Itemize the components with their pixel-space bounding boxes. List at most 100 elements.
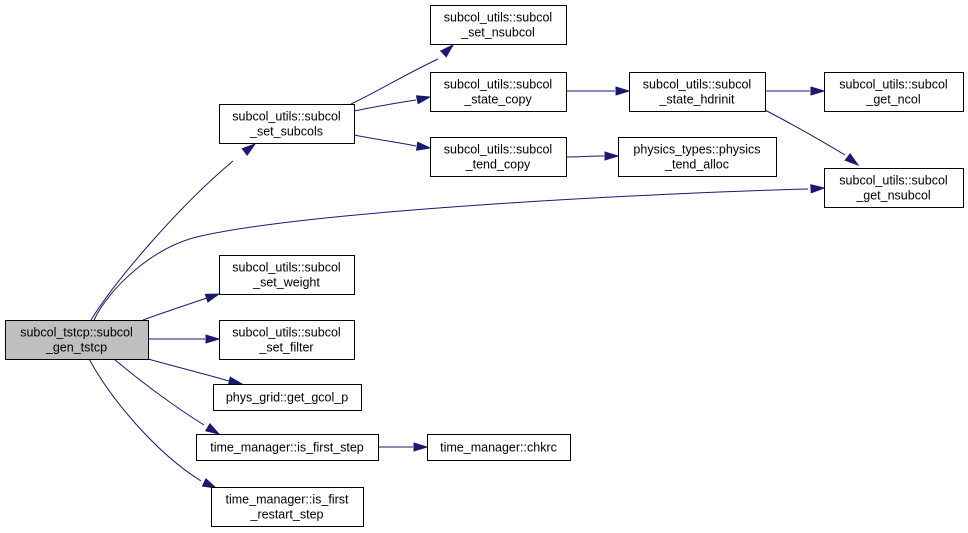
arrowhead	[439, 43, 455, 58]
node-box	[219, 255, 355, 295]
node-set-subcols[interactable]: subcol_utils::subcol_set_subcols	[219, 104, 355, 144]
node-label-line: subcol_utils::subcol	[839, 78, 947, 92]
edge-line	[147, 358, 230, 382]
node-label-line: subcol_utils::subcol	[444, 78, 552, 92]
node-set-filter[interactable]: subcol_utils::subcol_set_filter	[219, 320, 355, 360]
node-label-line: _state_hdrinit	[658, 93, 735, 107]
node-label-line: _get_ncol	[865, 93, 920, 107]
node-label-line: _set_subcols	[249, 125, 323, 139]
node-label-line: subcol_utils::subcol	[232, 326, 340, 340]
node-label-line: physics_types::physics	[633, 143, 760, 157]
node-get-nsubcol[interactable]: subcol_utils::subcol_get_nsubcol	[824, 168, 964, 208]
arrowhead	[204, 293, 221, 303]
node-label-line: subcol_utils::subcol	[232, 110, 340, 124]
node-state-hdrinit[interactable]: subcol_utils::subcol_state_hdrinit	[629, 72, 766, 112]
edge-root-to-set_weight	[142, 293, 221, 321]
node-label-line: _set_nsubcol	[460, 26, 535, 40]
edge-line	[350, 58, 439, 105]
edge-line	[113, 358, 205, 426]
node-tend-copy[interactable]: subcol_utils::subcol_tend_copy	[430, 137, 567, 177]
edge-line	[142, 297, 208, 321]
node-label-line: subcol_tstcp::subcol	[20, 326, 133, 340]
node-box	[427, 434, 571, 461]
edge-line	[764, 109, 846, 156]
node-label-line: _tend_copy	[465, 158, 531, 172]
edge-line	[88, 358, 202, 482]
edge-state_hdrinit-to-get_nsubcol	[764, 109, 860, 167]
node-chkrc[interactable]: time_manager::chkrc	[427, 434, 571, 461]
arrowhead	[810, 184, 826, 194]
arrowhead	[844, 153, 860, 167]
node-box	[219, 320, 355, 360]
edge-line	[353, 99, 417, 112]
node-tend-alloc[interactable]: physics_types::physics_tend_alloc	[618, 137, 777, 177]
node-box	[618, 137, 777, 177]
node-label-line: subcol_utils::subcol	[839, 174, 947, 188]
node-box	[430, 137, 567, 177]
node-is-first-restart-step[interactable]: time_manager::is_first_restart_step	[211, 487, 364, 527]
edge-root-to-get_gcol_p	[147, 358, 244, 386]
edge-set_subcols-to-tend_copy	[353, 134, 432, 151]
edge-tend_copy-to-tend_alloc	[565, 151, 620, 161]
node-box	[211, 487, 364, 527]
edge-root-to-is_first_step	[113, 358, 221, 435]
node-box	[196, 434, 379, 461]
edge-set_subcols-to-set_nsubcol	[350, 43, 455, 105]
node-label-line: phys_grid::get_gcol_p	[226, 391, 348, 405]
node-label-line: time_manager::is_first_step	[210, 441, 364, 455]
node-label-line: _gen_tstcp	[45, 341, 107, 355]
arrowhead	[615, 86, 631, 96]
arrowhead	[604, 151, 620, 161]
node-label-line: subcol_utils::subcol	[444, 143, 552, 157]
node-label-line: _set_weight	[252, 276, 320, 290]
edge-is_first_step-to-chkrc	[378, 442, 429, 452]
node-state-copy[interactable]: subcol_utils::subcol_state_copy	[430, 72, 567, 112]
node-label-line: subcol_utils::subcol	[643, 78, 751, 92]
edges-layer	[88, 43, 860, 489]
edge-root-to-set_filter	[148, 334, 221, 344]
node-label-line: _tend_alloc	[664, 158, 729, 172]
node-label-line: subcol_utils::subcol	[232, 261, 340, 275]
arrowhead	[205, 334, 221, 344]
edge-line	[565, 155, 605, 158]
node-box	[629, 72, 766, 112]
node-is-first-step[interactable]: time_manager::is_first_step	[196, 434, 379, 461]
node-label-line: _get_nsubcol	[855, 189, 930, 203]
edge-line	[93, 188, 809, 321]
edge-line	[353, 134, 417, 147]
edge-line	[90, 160, 234, 321]
node-label-line: time_manager::chkrc	[440, 441, 557, 455]
node-get-gcol-p[interactable]: phys_grid::get_gcol_p	[213, 384, 362, 411]
node-box	[213, 384, 362, 411]
arrowhead	[227, 376, 244, 386]
node-label-line: _set_filter	[258, 341, 313, 355]
node-label-line: time_manager::is_first	[226, 493, 349, 507]
arrowhead	[810, 86, 826, 96]
arrowhead	[413, 442, 429, 452]
arrowhead	[415, 141, 432, 151]
edge-root-to-get_nsubcol	[93, 184, 826, 321]
arrowhead	[205, 423, 221, 435]
node-set-weight[interactable]: subcol_utils::subcol_set_weight	[219, 255, 355, 295]
node-root[interactable]: subcol_tstcp::subcol_gen_tstcp	[5, 320, 149, 360]
edge-state_copy-to-state_hdrinit	[566, 86, 631, 96]
arrowhead	[201, 478, 218, 489]
node-box	[5, 320, 149, 360]
node-box	[824, 168, 964, 208]
edge-root-to-set_subcols	[90, 142, 257, 321]
nodes-layer: subcol_tstcp::subcol_gen_tstcp subcol_uti…	[5, 5, 964, 527]
node-label-line: _state_copy	[463, 93, 532, 107]
node-get-ncol[interactable]: subcol_utils::subcol_get_ncol	[824, 72, 964, 112]
arrowhead	[415, 95, 432, 105]
edge-state_hdrinit-to-get_ncol	[765, 86, 826, 96]
node-label-line: subcol_utils::subcol	[444, 11, 552, 25]
node-box	[430, 5, 567, 45]
edge-set_subcols-to-state_copy	[353, 95, 432, 112]
node-box	[430, 72, 567, 112]
node-box	[219, 104, 355, 144]
node-box	[824, 72, 964, 112]
node-set-nsubcol[interactable]: subcol_utils::subcol_set_nsubcol	[430, 5, 567, 45]
node-label-line: _restart_step	[250, 508, 324, 522]
arrowhead	[241, 142, 257, 156]
